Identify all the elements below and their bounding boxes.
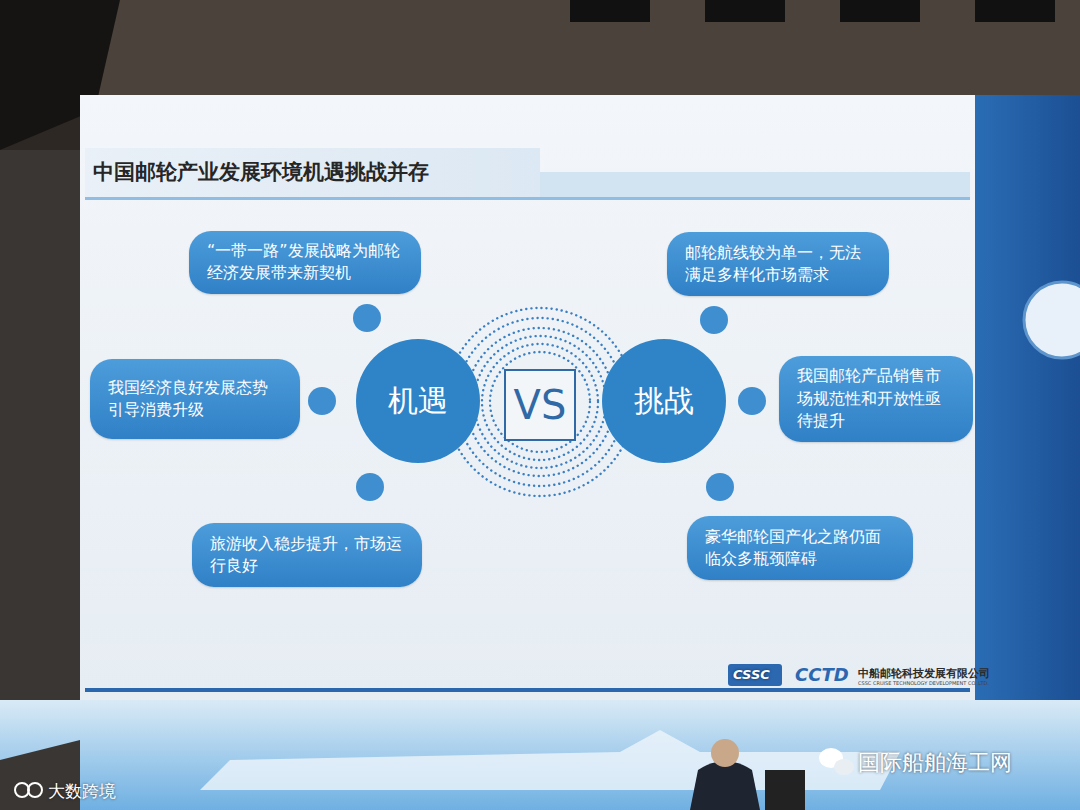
dotted-ring (474, 336, 606, 468)
ceiling-light (705, 0, 785, 22)
speaker (690, 761, 760, 810)
circle-fill (356, 339, 480, 463)
point-text: 我国经济良好发展态势引导消费升级 (108, 377, 282, 422)
point-pill: 我国经济良好发展态势引导消费升级 (90, 359, 300, 439)
watermark-ring (15, 783, 29, 797)
topic-circle: 挑战 (601, 338, 727, 464)
link-dot (353, 304, 381, 332)
point-text: 我国邮轮产品销售市场规范性和开放性亟待提升 (797, 365, 955, 432)
company-name-en: CSSC CRUISE TECHNOLOGY DEVELOPMENT CO.,L… (858, 680, 989, 686)
lower-screen (0, 700, 1080, 810)
point-text: “一带一路”发展战略为邮轮经济发展带来新契机 (207, 240, 403, 285)
watermark: 大数跨境 (48, 780, 116, 803)
link-dot (356, 473, 384, 501)
point-text: 豪华邮轮国产化之路仍面临众多瓶颈障碍 (705, 526, 895, 571)
dotted-ring (490, 352, 590, 452)
slide (80, 95, 975, 700)
link-dot (706, 473, 734, 501)
link-dot (700, 306, 728, 334)
dotted-ring (482, 344, 598, 460)
point-pill: 邮轮航线较为单一，无法满足多样化市场需求 (667, 232, 889, 296)
point-pill: 豪华邮轮国产化之路仍面临众多瓶颈障碍 (687, 516, 913, 580)
cssc-logo (728, 664, 782, 686)
title-rule (85, 197, 970, 200)
watermark-ring (28, 783, 42, 797)
topic-text: VS (514, 382, 567, 428)
ceiling (0, 0, 1080, 95)
wechat-bubble (834, 759, 854, 775)
point-text: 邮轮航线较为单一，无法满足多样化市场需求 (685, 242, 871, 287)
wechat-icon (819, 748, 854, 775)
ceiling-light (570, 0, 650, 22)
dotted-ring (456, 318, 624, 486)
logo-text: CCTD (795, 664, 849, 685)
title-band (540, 172, 970, 198)
logo-text: CSSC (733, 667, 770, 682)
footer-rule (85, 688, 970, 692)
dotted-ring (466, 328, 614, 476)
ceiling-light (840, 0, 920, 22)
watermark-logo (15, 783, 42, 797)
point-text: 旅游收入稳步提升，市场运行良好 (210, 533, 404, 578)
lectern (765, 770, 805, 810)
side-panel (975, 95, 1080, 700)
speaker-head (711, 739, 739, 767)
link-dots (308, 304, 766, 501)
slide-title: 中国邮轮产业发展环境机遇挑战并存 (93, 158, 429, 186)
topic-text: 机遇 (388, 381, 448, 422)
company-name: 中船邮轮科技发展有限公司 (858, 666, 990, 681)
link-dot (308, 387, 336, 415)
link-dot (738, 387, 766, 415)
title-bar (85, 148, 540, 198)
point-pill: 我国邮轮产品销售市场规范性和开放性亟待提升 (779, 356, 973, 442)
ceiling-light (975, 0, 1055, 22)
topic-text: 挑战 (634, 381, 694, 422)
conference-logo (1024, 282, 1080, 358)
watermark: 国际船舶海工网 (858, 748, 1012, 778)
circle-fill (602, 339, 726, 463)
point-pill: 旅游收入稳步提升，市场运行良好 (192, 523, 422, 587)
point-pill: “一带一路”发展战略为邮轮经济发展带来新契机 (189, 231, 421, 294)
vs-box: VS (504, 369, 576, 441)
topic-circle: 机遇 (355, 338, 481, 464)
